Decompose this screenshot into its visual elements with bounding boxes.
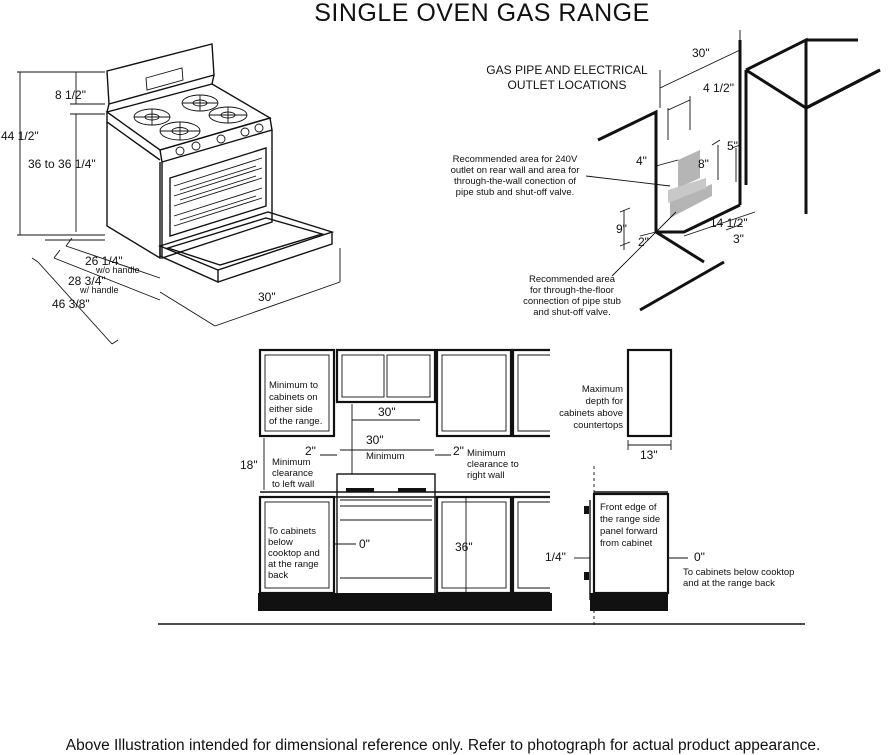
svg-text:for through-the-floor: for through-the-floor <box>530 285 614 296</box>
svg-text:depth for: depth for <box>586 396 624 407</box>
dim-max-depth: 13" <box>640 448 658 462</box>
note-front-edge: Front edge of the range side panel forwa… <box>600 502 660 549</box>
gas-dim-8: 8" <box>698 157 709 171</box>
gas-pipe-illustration <box>597 37 881 312</box>
range-illustration <box>105 43 335 284</box>
svg-text:pipe stub and shut-off valve.: pipe stub and shut-off valve. <box>456 187 575 198</box>
gas-pipe-heading-line1: GAS PIPE AND ELECTRICAL <box>486 63 648 77</box>
note-floor-connection: Recommended area for through-the-floor c… <box>523 274 621 318</box>
note-cabinets-back: To cabinets below cooktop and at the ran… <box>683 567 794 589</box>
gas-dim-4: 4" <box>636 154 647 168</box>
dim-overall-height: 44 1/2" <box>1 129 39 143</box>
svg-text:and shut-off valve.: and shut-off valve. <box>533 307 610 318</box>
svg-text:to left wall: to left wall <box>272 479 314 490</box>
svg-text:To cabinets: To cabinets <box>268 526 316 537</box>
svg-text:countertops: countertops <box>573 420 623 431</box>
dim-left-clear: 2" <box>305 444 316 458</box>
svg-text:through-the-wall conection of: through-the-wall conection of <box>454 176 576 187</box>
gas-dim-14-5: 14 1/2" <box>710 216 748 230</box>
dim-vertical-clear: 18" <box>240 458 258 472</box>
svg-text:Minimum: Minimum <box>272 457 311 468</box>
svg-text:the range side: the range side <box>600 514 660 525</box>
svg-text:of the range.: of the range. <box>269 416 322 427</box>
dim-side-zero: 0" <box>694 550 705 564</box>
dim-depth-no-handle-note: w/o handle <box>95 265 140 275</box>
note-wall-connection: Recommended area for 240V outlet on rear… <box>451 154 580 198</box>
front-elevation <box>158 348 805 625</box>
gas-dim-width: 30" <box>692 46 710 60</box>
dim-depth-with-handle-note: w/ handle <box>79 285 119 295</box>
note-min-cabinets: Minimum to cabinets on either side of th… <box>269 380 322 427</box>
svg-text:clearance to: clearance to <box>467 459 519 470</box>
svg-text:at the range: at the range <box>268 559 319 570</box>
range-dimension-lines <box>17 71 341 345</box>
svg-text:and at the range back: and at the range back <box>683 578 775 589</box>
svg-text:cooktop and: cooktop and <box>268 548 320 559</box>
dim-cooktop-height: 36 to 36 1/4" <box>28 157 96 171</box>
dim-backguard: 8 1/2" <box>55 88 86 102</box>
front-dimension-lines <box>263 404 467 593</box>
svg-text:To cabinets below cooktop: To cabinets below cooktop <box>683 567 794 578</box>
page-title: SINGLE OVEN GAS RANGE <box>314 0 650 27</box>
svg-text:from cabinet: from cabinet <box>600 538 653 549</box>
dim-depth-no-handle: 26 1/4" <box>85 254 123 268</box>
note-right-clearance: Minimum clearance to right wall <box>467 448 519 481</box>
svg-text:back: back <box>268 570 288 581</box>
dim-opening: 30" <box>366 433 384 447</box>
dim-right-clear: 2" <box>453 444 464 458</box>
dim-range-width: 30" <box>258 290 276 304</box>
svg-text:outlet on rear wall and area f: outlet on rear wall and area for <box>451 165 580 176</box>
note-below-cooktop: To cabinets below cooktop and at the ran… <box>268 526 320 581</box>
svg-text:panel forward: panel forward <box>600 526 658 537</box>
dim-upper-gap: 30" <box>378 405 396 419</box>
svg-text:Minimum to: Minimum to <box>269 380 318 391</box>
dim-depth-door-open: 46 3/8" <box>52 297 90 311</box>
svg-text:connection of pipe stub: connection of pipe stub <box>523 296 621 307</box>
gas-dim-3: 3" <box>733 232 744 246</box>
gas-pipe-heading-line2: OUTLET LOCATIONS <box>508 78 627 92</box>
svg-text:Recommended area: Recommended area <box>529 274 616 285</box>
svg-text:below: below <box>268 537 293 548</box>
svg-text:Recommended area for 240V: Recommended area for 240V <box>453 154 578 165</box>
dim-opening-sub: Minimum <box>366 451 405 462</box>
svg-text:Minimum: Minimum <box>467 448 506 459</box>
note-left-clearance: Minimum clearance to left wall <box>272 457 314 490</box>
gas-dim-5: 5" <box>727 139 738 153</box>
gas-pipe-dimension-lines <box>585 30 756 277</box>
gas-dim-2: 2" <box>638 235 649 249</box>
dim-quarter: 1/4" <box>545 550 566 564</box>
svg-text:Front edge of: Front edge of <box>600 502 657 513</box>
svg-text:Maximum: Maximum <box>582 384 623 395</box>
svg-text:either side: either side <box>269 404 313 415</box>
note-max-depth: Maximum depth for cabinets above counter… <box>559 384 623 431</box>
svg-text:cabinets on: cabinets on <box>269 392 318 403</box>
dim-front-zero: 0" <box>359 537 370 551</box>
gas-dim-9: 9" <box>616 222 627 236</box>
dim-depth-with-handle: 28 3/4" <box>68 274 106 288</box>
footer-disclaimer: Above Illustration intended for dimensio… <box>66 737 821 754</box>
side-elevation <box>584 348 673 626</box>
gas-dim-4-5: 4 1/2" <box>703 81 734 95</box>
svg-text:cabinets above: cabinets above <box>559 408 623 419</box>
svg-text:right wall: right wall <box>467 470 505 481</box>
svg-text:clearance: clearance <box>272 468 313 479</box>
dim-counter-height: 36" <box>455 540 473 554</box>
